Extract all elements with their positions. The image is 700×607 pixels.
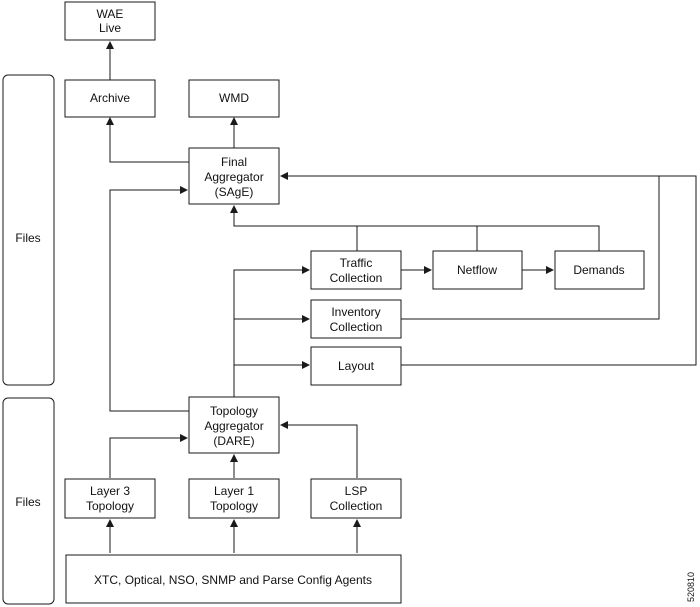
- svg-text:Layer 3: Layer 3: [90, 484, 130, 498]
- netflow-box: Netflow: [432, 250, 523, 290]
- arrow-lsp-to-topology: [280, 421, 358, 478]
- layer3-topology-box: Layer 3 Topology: [64, 478, 156, 519]
- svg-text:XTC, Optical, NSO, SNMP and Pa: XTC, Optical, NSO, SNMP and Parse Config…: [94, 573, 372, 587]
- connectors: [106, 41, 697, 553]
- archive-box: Archive: [64, 79, 156, 118]
- svg-text:Traffic: Traffic: [340, 256, 373, 270]
- upper-files-label: Files: [15, 231, 40, 245]
- layer1-topology-box: Layer 1 Topology: [188, 478, 280, 519]
- arrow-aggregator-to-archive: [106, 117, 189, 163]
- arrow-inventory-to-aggregator: [280, 172, 660, 320]
- inventory-collection-box: Inventory Collection: [310, 299, 402, 339]
- svg-text:Layer 1: Layer 1: [214, 484, 254, 498]
- wmd-box: WMD: [188, 79, 280, 118]
- wae-live-box: WAE Live: [64, 1, 156, 41]
- svg-text:Layout: Layout: [338, 359, 375, 373]
- arrow-topology-to-final-aggregator: [109, 186, 189, 412]
- svg-text:Topology: Topology: [210, 404, 258, 418]
- svg-text:(SAgE): (SAgE): [215, 185, 254, 199]
- arrow-topology-to-traffic: [233, 266, 310, 397]
- svg-text:Aggregator: Aggregator: [204, 170, 263, 184]
- svg-text:Collection: Collection: [330, 320, 383, 334]
- arrow-layer3-to-topology: [109, 434, 188, 478]
- svg-text:Topology: Topology: [210, 499, 258, 513]
- svg-text:WMD: WMD: [219, 91, 249, 105]
- arrow-layout-to-aggregator: [401, 175, 697, 366]
- svg-text:Live: Live: [99, 21, 121, 35]
- svg-text:WAE: WAE: [97, 7, 124, 21]
- svg-text:LSP: LSP: [345, 484, 368, 498]
- lower-files-panel: Files: [2, 397, 55, 605]
- traffic-collection-box: Traffic Collection: [310, 250, 402, 290]
- document-id: 520810: [686, 572, 696, 602]
- arrow-collection-bus-to-aggregator: [230, 205, 600, 251]
- final-aggregator-box: Final Aggregator (SAgE): [188, 147, 280, 205]
- upper-files-panel: Files: [2, 74, 55, 386]
- lsp-collection-box: LSP Collection: [310, 478, 402, 519]
- svg-text:Archive: Archive: [90, 91, 130, 105]
- lower-files-label: Files: [15, 495, 40, 509]
- svg-text:Inventory: Inventory: [331, 305, 380, 319]
- svg-text:Topology: Topology: [86, 499, 134, 513]
- svg-text:Demands: Demands: [573, 263, 624, 277]
- svg-text:Aggregator: Aggregator: [204, 419, 263, 433]
- svg-text:Final: Final: [221, 155, 247, 169]
- layout-box: Layout: [310, 346, 402, 386]
- svg-text:Collection: Collection: [330, 271, 383, 285]
- topology-aggregator-box: Topology Aggregator (DARE): [188, 396, 280, 454]
- demands-box: Demands: [554, 250, 645, 290]
- agents-box: XTC, Optical, NSO, SNMP and Parse Config…: [65, 554, 402, 604]
- svg-text:Collection: Collection: [330, 499, 383, 513]
- svg-text:Netflow: Netflow: [457, 263, 497, 277]
- svg-text:(DARE): (DARE): [213, 434, 254, 448]
